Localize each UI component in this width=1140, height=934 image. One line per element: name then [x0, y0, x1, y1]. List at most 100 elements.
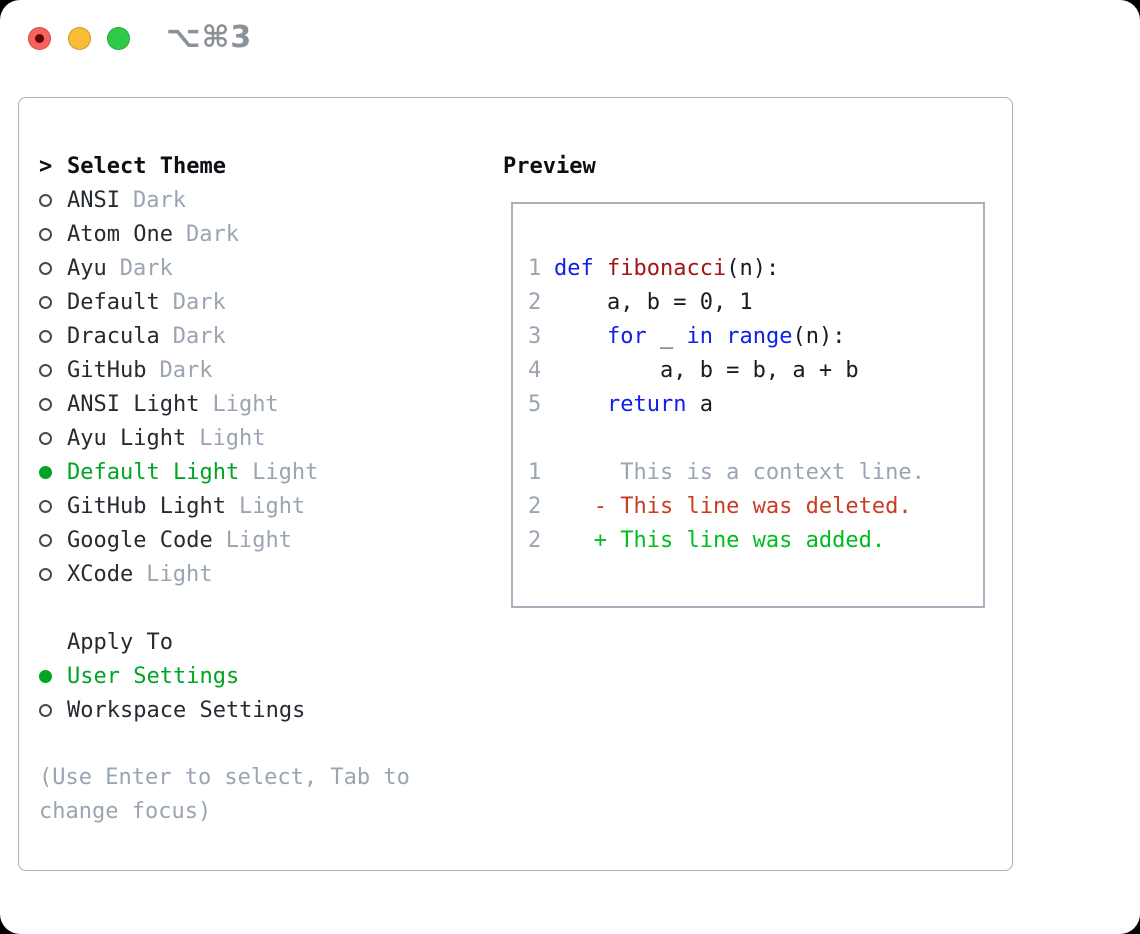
theme-option-ayu[interactable]: Ayu Dark	[39, 251, 410, 285]
theme-option-xcode[interactable]: XCode Light	[39, 557, 410, 591]
apply-to-header-row: Apply To	[39, 625, 410, 659]
line-number: 1	[528, 460, 542, 485]
code-token	[554, 324, 607, 349]
code-token: for	[606, 324, 647, 349]
radio-mark	[39, 567, 67, 581]
theme-option-default-light[interactable]: Default Light Light	[39, 455, 410, 489]
code-token: (n):	[792, 324, 846, 349]
line-number: 1	[528, 256, 542, 281]
zoom-button[interactable]	[107, 27, 130, 50]
theme-variant: Dark	[119, 255, 173, 281]
theme-variant: Light	[146, 561, 213, 587]
radio-mark	[39, 295, 67, 309]
close-button[interactable]	[28, 27, 51, 50]
spacer	[39, 727, 410, 761]
code-token: def	[554, 256, 594, 281]
code-text: a, b = 0, 1	[554, 286, 753, 320]
theme-name: Dracula	[67, 323, 160, 349]
keyboard-shortcut-label: ⌥⌘3	[166, 20, 253, 55]
preview-code: 1 def fibonacci(n): 2 a, b = 0, 1 3 for _ i…	[528, 252, 983, 558]
radio-unselected-icon	[39, 363, 52, 377]
radio-mark	[39, 669, 67, 683]
line-number: 2	[528, 494, 542, 519]
code-token: This is a context line.	[554, 460, 925, 485]
spacer	[39, 591, 410, 625]
theme-option-atom-one[interactable]: Atom One Dark	[39, 217, 410, 251]
minimize-button[interactable]	[68, 27, 91, 50]
radio-mark	[39, 465, 67, 479]
theme-name: Google Code	[67, 527, 213, 553]
theme-name: ANSI	[67, 187, 120, 213]
radio-unselected-icon	[39, 329, 52, 343]
theme-variant: Dark	[185, 221, 239, 247]
code-token: + This line was added.	[554, 528, 886, 553]
radio-mark	[39, 703, 67, 717]
code-line: 4 a, b = b, a + b	[528, 354, 983, 388]
radio-mark	[39, 431, 67, 445]
cursor-icon: >	[39, 153, 53, 179]
code-token	[594, 256, 607, 281]
apply-option-label: Workspace Settings	[67, 697, 306, 723]
code-line	[528, 422, 983, 456]
code-text: def fibonacci(n):	[554, 252, 779, 286]
code-token: a, b = 0, 1	[554, 290, 753, 315]
code-line: 1 This is a context line.	[528, 456, 983, 490]
code-text: a, b = b, a + b	[554, 354, 859, 388]
hint-line-2: change focus)	[39, 799, 212, 824]
line-number: 2	[528, 528, 542, 553]
radio-unselected-icon	[39, 703, 52, 717]
code-token: a, b = b, a + b	[554, 358, 859, 383]
radio-unselected-icon	[39, 533, 52, 547]
theme-name: XCode	[67, 561, 134, 587]
theme-variant: Dark	[132, 187, 186, 213]
apply-to-title: Apply To	[67, 629, 173, 655]
theme-name: Default Light	[67, 459, 240, 485]
line-number: 5	[528, 392, 542, 417]
theme-variant: Dark	[172, 289, 226, 315]
code-line: 5 return a	[528, 388, 983, 422]
code-token: - This line was deleted.	[554, 494, 912, 519]
code-token: in	[686, 324, 713, 349]
code-token: return	[606, 392, 687, 417]
radio-mark	[39, 397, 67, 411]
radio-unselected-icon	[39, 227, 52, 241]
radio-mark	[39, 261, 67, 275]
theme-variant: Light	[252, 459, 319, 485]
radio-selected-icon	[39, 465, 52, 479]
code-token: _	[646, 324, 687, 349]
code-text: + This line was added.	[554, 524, 885, 558]
theme-name: GitHub	[67, 357, 147, 383]
apply-option-user-settings[interactable]: User Settings	[39, 659, 410, 693]
code-text: for _ in range(n):	[554, 320, 845, 354]
radio-mark	[39, 193, 67, 207]
code-token	[554, 392, 607, 417]
radio-unselected-icon	[39, 295, 52, 309]
preview-title: Preview	[503, 153, 596, 179]
radio-unselected-icon	[39, 261, 52, 275]
code-line: 2 + This line was added.	[528, 524, 983, 558]
line-number: 3	[528, 324, 542, 349]
theme-option-ansi[interactable]: ANSI Dark	[39, 183, 410, 217]
code-line: 2 - This line was deleted.	[528, 490, 983, 524]
theme-name: Ayu	[67, 255, 107, 281]
theme-name: Atom One	[67, 221, 173, 247]
hint-line-1: (Use Enter to select, Tab to	[39, 765, 410, 790]
theme-name: GitHub Light	[67, 493, 226, 519]
radio-mark	[39, 533, 67, 547]
apply-option-workspace-settings[interactable]: Workspace Settings	[39, 693, 410, 727]
radio-mark	[39, 499, 67, 513]
preview-box: 1 def fibonacci(n): 2 a, b = 0, 1 3 for _ i…	[511, 202, 985, 608]
theme-name: Ayu Light	[67, 425, 187, 451]
code-text: return a	[554, 388, 713, 422]
radio-unselected-icon	[39, 193, 52, 207]
